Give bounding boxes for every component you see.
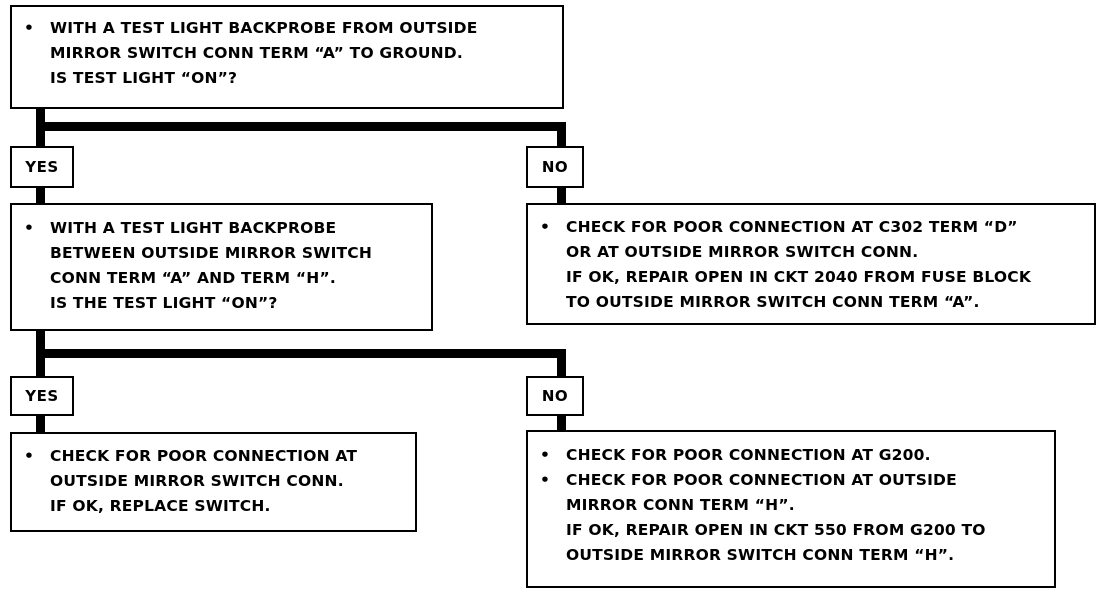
step2-no-result-box: • CHECK FOR POOR CONNECTION AT G200. • C… — [526, 430, 1056, 588]
no2-to-result — [557, 414, 566, 432]
branch1-horizontal — [36, 122, 566, 131]
bullet-icon: • — [24, 219, 35, 237]
step2-text-line3: CONN TERM “A” AND TERM “H”. — [50, 269, 336, 287]
branch2-right-drop — [557, 349, 566, 378]
step2-no-result-line2: CHECK FOR POOR CONNECTION AT OUTSIDE — [566, 471, 957, 489]
step2-yes-result-line3: IF OK, REPLACE SWITCH. — [50, 497, 271, 515]
step2-no-label: NO — [526, 376, 584, 416]
step1-no-result-line4: TO OUTSIDE MIRROR SWITCH CONN TERM “A”. — [566, 293, 980, 311]
no1-to-result — [557, 186, 566, 204]
bullet-icon: • — [540, 446, 551, 464]
step2-no-result-bullet-item-1: • CHECK FOR POOR CONNECTION AT G200. — [528, 443, 1054, 468]
step2-no-result-line4: IF OK, REPAIR OPEN IN CKT 550 FROM G200 … — [566, 521, 986, 539]
step2-no-result-bullet-item-2: • CHECK FOR POOR CONNECTION AT OUTSIDE M… — [528, 468, 1054, 568]
step1-no-result-box: • CHECK FOR POOR CONNECTION AT C302 TERM… — [526, 203, 1096, 325]
step2-no-result-line1: CHECK FOR POOR CONNECTION AT G200. — [566, 446, 931, 464]
step1-no-result-line2: OR AT OUTSIDE MIRROR SWITCH CONN. — [566, 243, 919, 261]
yes1-to-step2 — [36, 186, 45, 204]
step2-yes-result-bullet-item: • CHECK FOR POOR CONNECTION AT OUTSIDE M… — [12, 444, 415, 519]
bullet-icon: • — [540, 471, 551, 489]
step1-no-result-line3: IF OK, REPAIR OPEN IN CKT 2040 FROM FUSE… — [566, 268, 1032, 286]
bullet-icon: • — [24, 19, 35, 37]
bullet-icon: • — [540, 218, 551, 236]
step2-box: • WITH A TEST LIGHT BACKPROBE BETWEEN OU… — [10, 203, 433, 331]
step1-box: • WITH A TEST LIGHT BACKPROBE FROM OUTSI… — [10, 5, 564, 109]
step2-yes-result-line1: CHECK FOR POOR CONNECTION AT — [50, 447, 358, 465]
step1-text-line3: IS TEST LIGHT “ON”? — [50, 69, 238, 87]
step2-text-line1: WITH A TEST LIGHT BACKPROBE — [50, 219, 337, 237]
step1-no-result-bullet-item: • CHECK FOR POOR CONNECTION AT C302 TERM… — [528, 215, 1094, 315]
step1-text-line1: WITH A TEST LIGHT BACKPROBE FROM OUTSIDE — [50, 19, 478, 37]
step1-no-result-line1: CHECK FOR POOR CONNECTION AT C302 TERM “… — [566, 218, 1018, 236]
step1-yes-label: YES — [10, 146, 74, 188]
step2-yes-label: YES — [10, 376, 74, 416]
branch2-horizontal — [36, 349, 566, 358]
step2-text-line2: BETWEEN OUTSIDE MIRROR SWITCH — [50, 244, 373, 262]
step2-yes-result-line2: OUTSIDE MIRROR SWITCH CONN. — [50, 472, 344, 490]
yes2-to-result — [36, 414, 45, 434]
step1-text-line2: MIRROR SWITCH CONN TERM “A” TO GROUND. — [50, 44, 463, 62]
bullet-icon: • — [24, 447, 35, 465]
step2-bullet-item: • WITH A TEST LIGHT BACKPROBE BETWEEN OU… — [12, 216, 431, 316]
step2-text-line4: IS THE TEST LIGHT “ON”? — [50, 294, 278, 312]
step1-bullet-item: • WITH A TEST LIGHT BACKPROBE FROM OUTSI… — [12, 16, 562, 91]
branch1-right-drop — [557, 122, 566, 147]
step1-no-label: NO — [526, 146, 584, 188]
step2-no-result-line3: MIRROR CONN TERM “H”. — [566, 496, 795, 514]
step2-yes-result-box: • CHECK FOR POOR CONNECTION AT OUTSIDE M… — [10, 432, 417, 532]
step2-no-result-line5: OUTSIDE MIRROR SWITCH CONN TERM “H”. — [566, 546, 955, 564]
